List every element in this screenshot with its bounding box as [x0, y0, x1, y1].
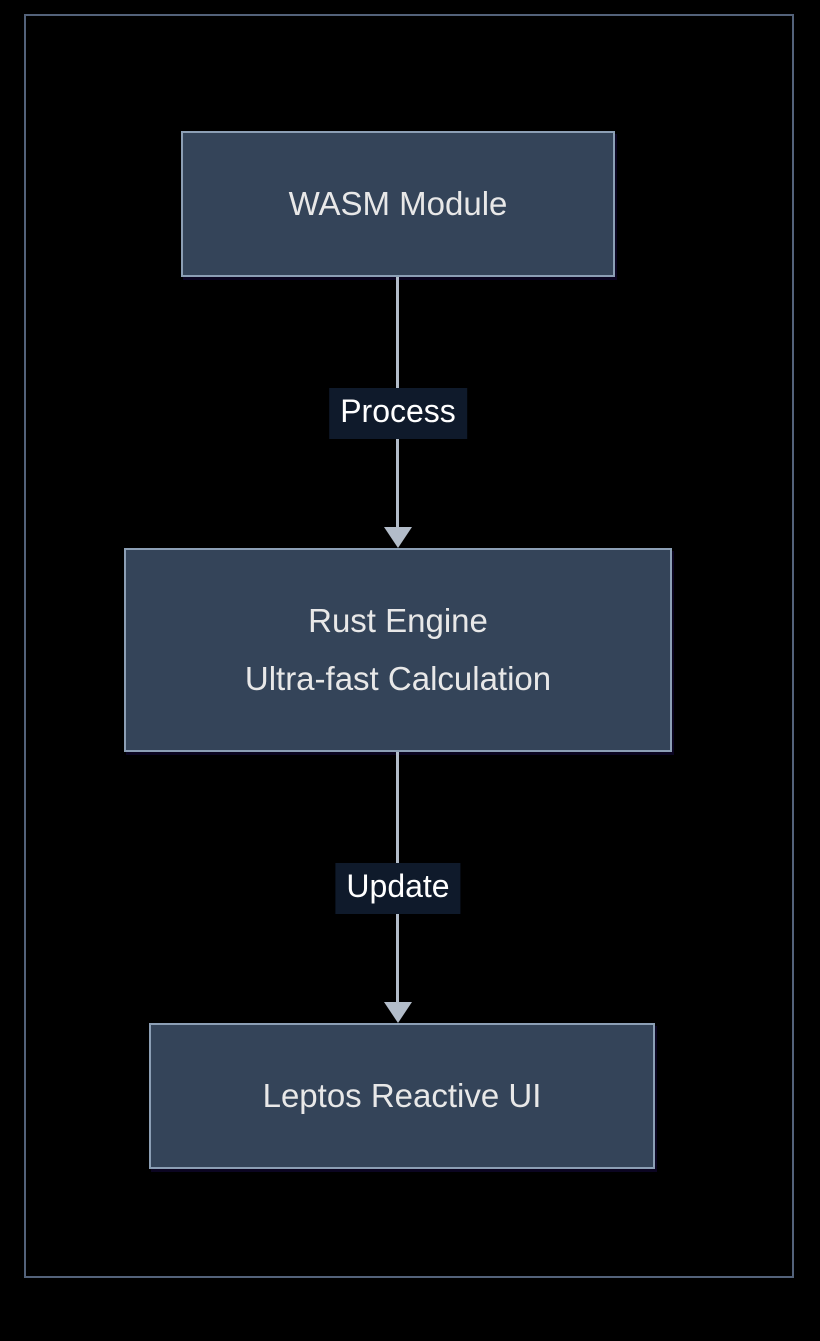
node-wasm-module: WASM Module: [181, 131, 615, 277]
arrowhead-down-icon: [384, 1002, 412, 1023]
node-leptos-reactive-ui: Leptos Reactive UI: [149, 1023, 655, 1169]
arrowhead-down-icon: [384, 527, 412, 548]
edge-label-update: Update: [335, 863, 461, 914]
edge-label-process: Process: [329, 388, 467, 439]
node-rust-engine-label-line1: Rust Engine: [308, 602, 488, 639]
node-wasm-module-label: WASM Module: [288, 185, 508, 222]
node-rust-engine: Rust Engine Ultra-fast Calculation: [124, 548, 672, 752]
node-rust-engine-label-line2: Ultra-fast Calculation: [244, 660, 552, 697]
diagram-frame-border: [24, 14, 794, 1278]
node-leptos-reactive-ui-label: Leptos Reactive UI: [262, 1077, 542, 1114]
